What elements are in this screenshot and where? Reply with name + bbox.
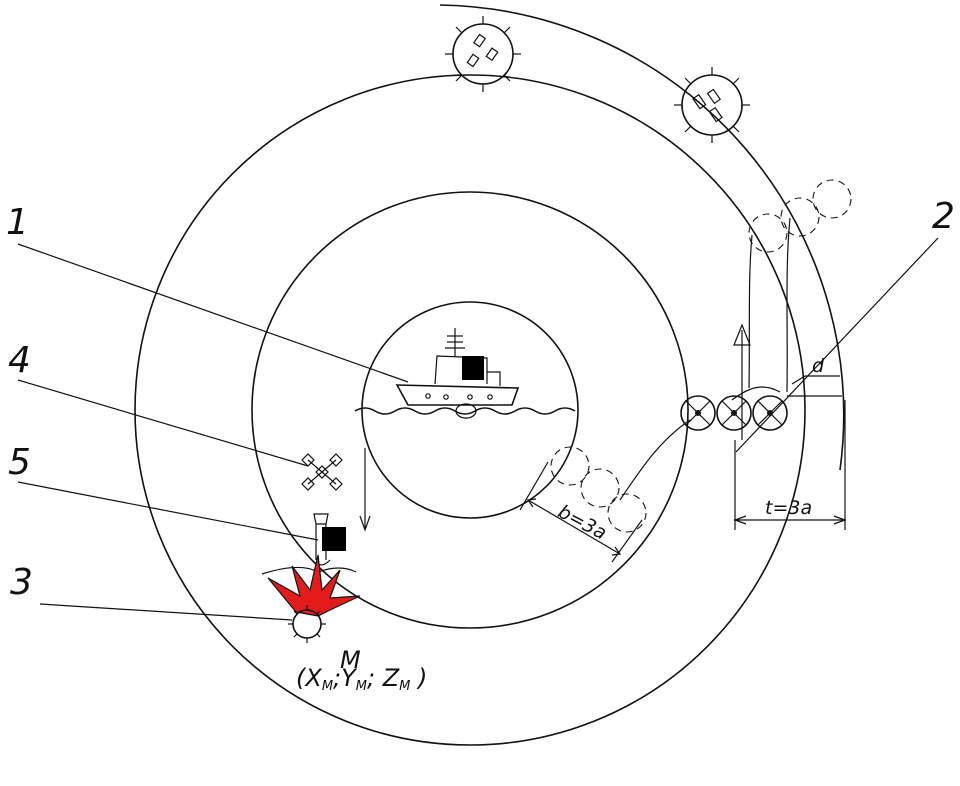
drone-circle bbox=[680, 395, 716, 431]
track-curve-lower bbox=[619, 419, 691, 501]
sonar-dome bbox=[455, 403, 477, 419]
leader-line-2 bbox=[735, 237, 939, 453]
ship-marker-square bbox=[462, 356, 484, 380]
track-loop bbox=[731, 386, 781, 401]
dimension-t-label: t=3a bbox=[765, 497, 812, 519]
ship bbox=[354, 328, 576, 532]
leader-line-5 bbox=[17, 481, 319, 541]
water-wave-line bbox=[354, 407, 576, 415]
dimension-d-label: d bbox=[812, 355, 825, 377]
callout-5: 5 bbox=[8, 442, 31, 483]
porthole bbox=[443, 394, 449, 400]
porthole bbox=[467, 394, 473, 400]
callout-2: 2 bbox=[932, 196, 955, 237]
leader-line-1 bbox=[17, 243, 409, 383]
callout-1: 1 bbox=[6, 202, 29, 243]
track-curve-left bbox=[748, 234, 753, 389]
dashed-positions-upper-right bbox=[748, 179, 852, 253]
descending-device bbox=[311, 513, 346, 566]
dimension-b: b=3a bbox=[519, 461, 643, 563]
callout-4: 4 bbox=[8, 340, 31, 381]
search-circles bbox=[134, 4, 845, 746]
outer-spiral-arc bbox=[439, 4, 845, 471]
explosion-burst bbox=[267, 554, 361, 617]
ship-bridge bbox=[487, 371, 501, 386]
inner-circle bbox=[361, 301, 579, 519]
heading-arrow-head bbox=[733, 323, 751, 346]
dimension-t: t=3a bbox=[733, 400, 847, 530]
outer-circle bbox=[134, 74, 806, 746]
point-m-label: M bbox=[340, 646, 361, 674]
depth-arrow-head bbox=[359, 515, 371, 532]
porthole bbox=[487, 394, 493, 400]
sea-mine-top-right bbox=[674, 67, 750, 143]
leader-line-3 bbox=[39, 603, 293, 621]
porthole bbox=[425, 393, 431, 399]
middle-circle bbox=[251, 191, 689, 629]
track-curve-right bbox=[786, 217, 791, 393]
device-marker-square bbox=[322, 527, 346, 551]
callout-3: 3 bbox=[10, 562, 33, 603]
sea-mine-top-left bbox=[445, 16, 521, 92]
dashed-positions-lower bbox=[550, 446, 647, 533]
drone-circle bbox=[716, 395, 752, 431]
point-m-coordinates: (XM;YM; ZM ) bbox=[296, 664, 427, 694]
explosion bbox=[261, 554, 361, 617]
drone-swarm bbox=[301, 453, 343, 491]
drone-group bbox=[680, 395, 788, 431]
target-mine bbox=[288, 605, 326, 643]
ship-hull bbox=[395, 384, 520, 406]
leader-line-4 bbox=[17, 379, 309, 467]
drone-circle bbox=[752, 395, 788, 431]
